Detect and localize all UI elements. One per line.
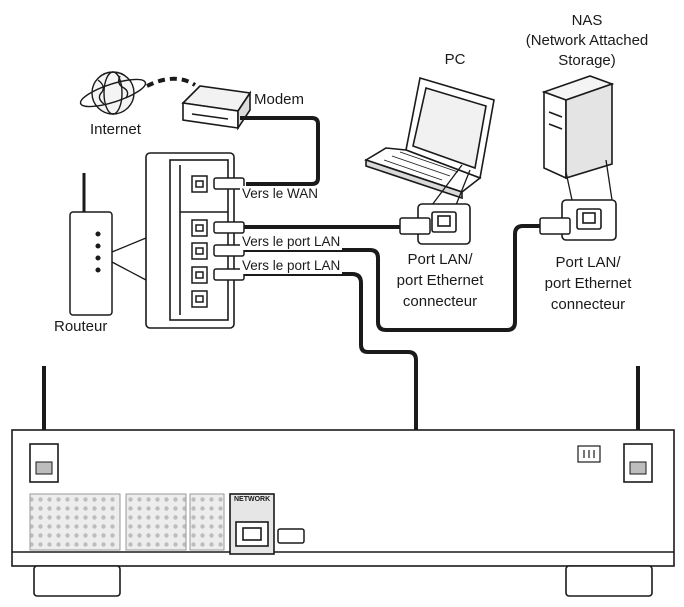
nas-label-line1: NAS: [571, 12, 603, 29]
nas-port-label-line3: connecteur: [550, 296, 626, 313]
pc-label: PC: [444, 51, 466, 68]
to-lan-label-1: Vers le port LAN: [240, 234, 343, 250]
nas-port-label-line1: Port LAN/: [555, 254, 621, 271]
router-port-lan-1: [191, 219, 208, 237]
router-port-lan-4: [191, 290, 208, 308]
pc-ethernet-port: [417, 203, 471, 245]
network-panel-label: NETWORK: [234, 496, 271, 503]
network-receiver-icon: [11, 366, 675, 597]
modem-label: Modem: [254, 91, 305, 108]
router-icon: [69, 173, 113, 316]
router-nas-cable: [244, 224, 545, 332]
ethernet-plug-icon: [277, 528, 305, 544]
ethernet-plug-icon: [539, 217, 571, 235]
router-port-lan-2: [191, 242, 208, 260]
router-port-lan-3: [191, 266, 208, 284]
modem-icon: [181, 85, 252, 131]
nas-tower-icon: [541, 75, 615, 180]
pc-port-label-line2: port Ethernet: [396, 272, 484, 289]
router-label: Routeur: [54, 318, 108, 335]
nas-label-line2: (Network Attached: [525, 32, 649, 49]
router-port-wan: [191, 175, 208, 193]
internet-label: Internet: [90, 121, 141, 138]
pc-port-label-line3: connecteur: [402, 293, 478, 310]
ethernet-plug-icon: [399, 217, 431, 235]
modem-wan-cable: [240, 116, 320, 186]
globe-icon: [79, 71, 147, 115]
to-wan-label: Vers le WAN: [240, 186, 321, 202]
nas-ethernet-port: [561, 199, 617, 241]
internet-modem-link: [146, 76, 197, 88]
to-lan-label-2: Vers le port LAN: [240, 258, 343, 274]
nas-port-label-line2: port Ethernet: [544, 275, 632, 292]
receiver-network-port: [229, 493, 275, 555]
laptop-icon: [364, 76, 495, 200]
pc-port-label-line1: Port LAN/: [407, 251, 473, 268]
nas-label-line3: Storage): [558, 52, 616, 69]
ethernet-plug-icon: [213, 177, 245, 281]
